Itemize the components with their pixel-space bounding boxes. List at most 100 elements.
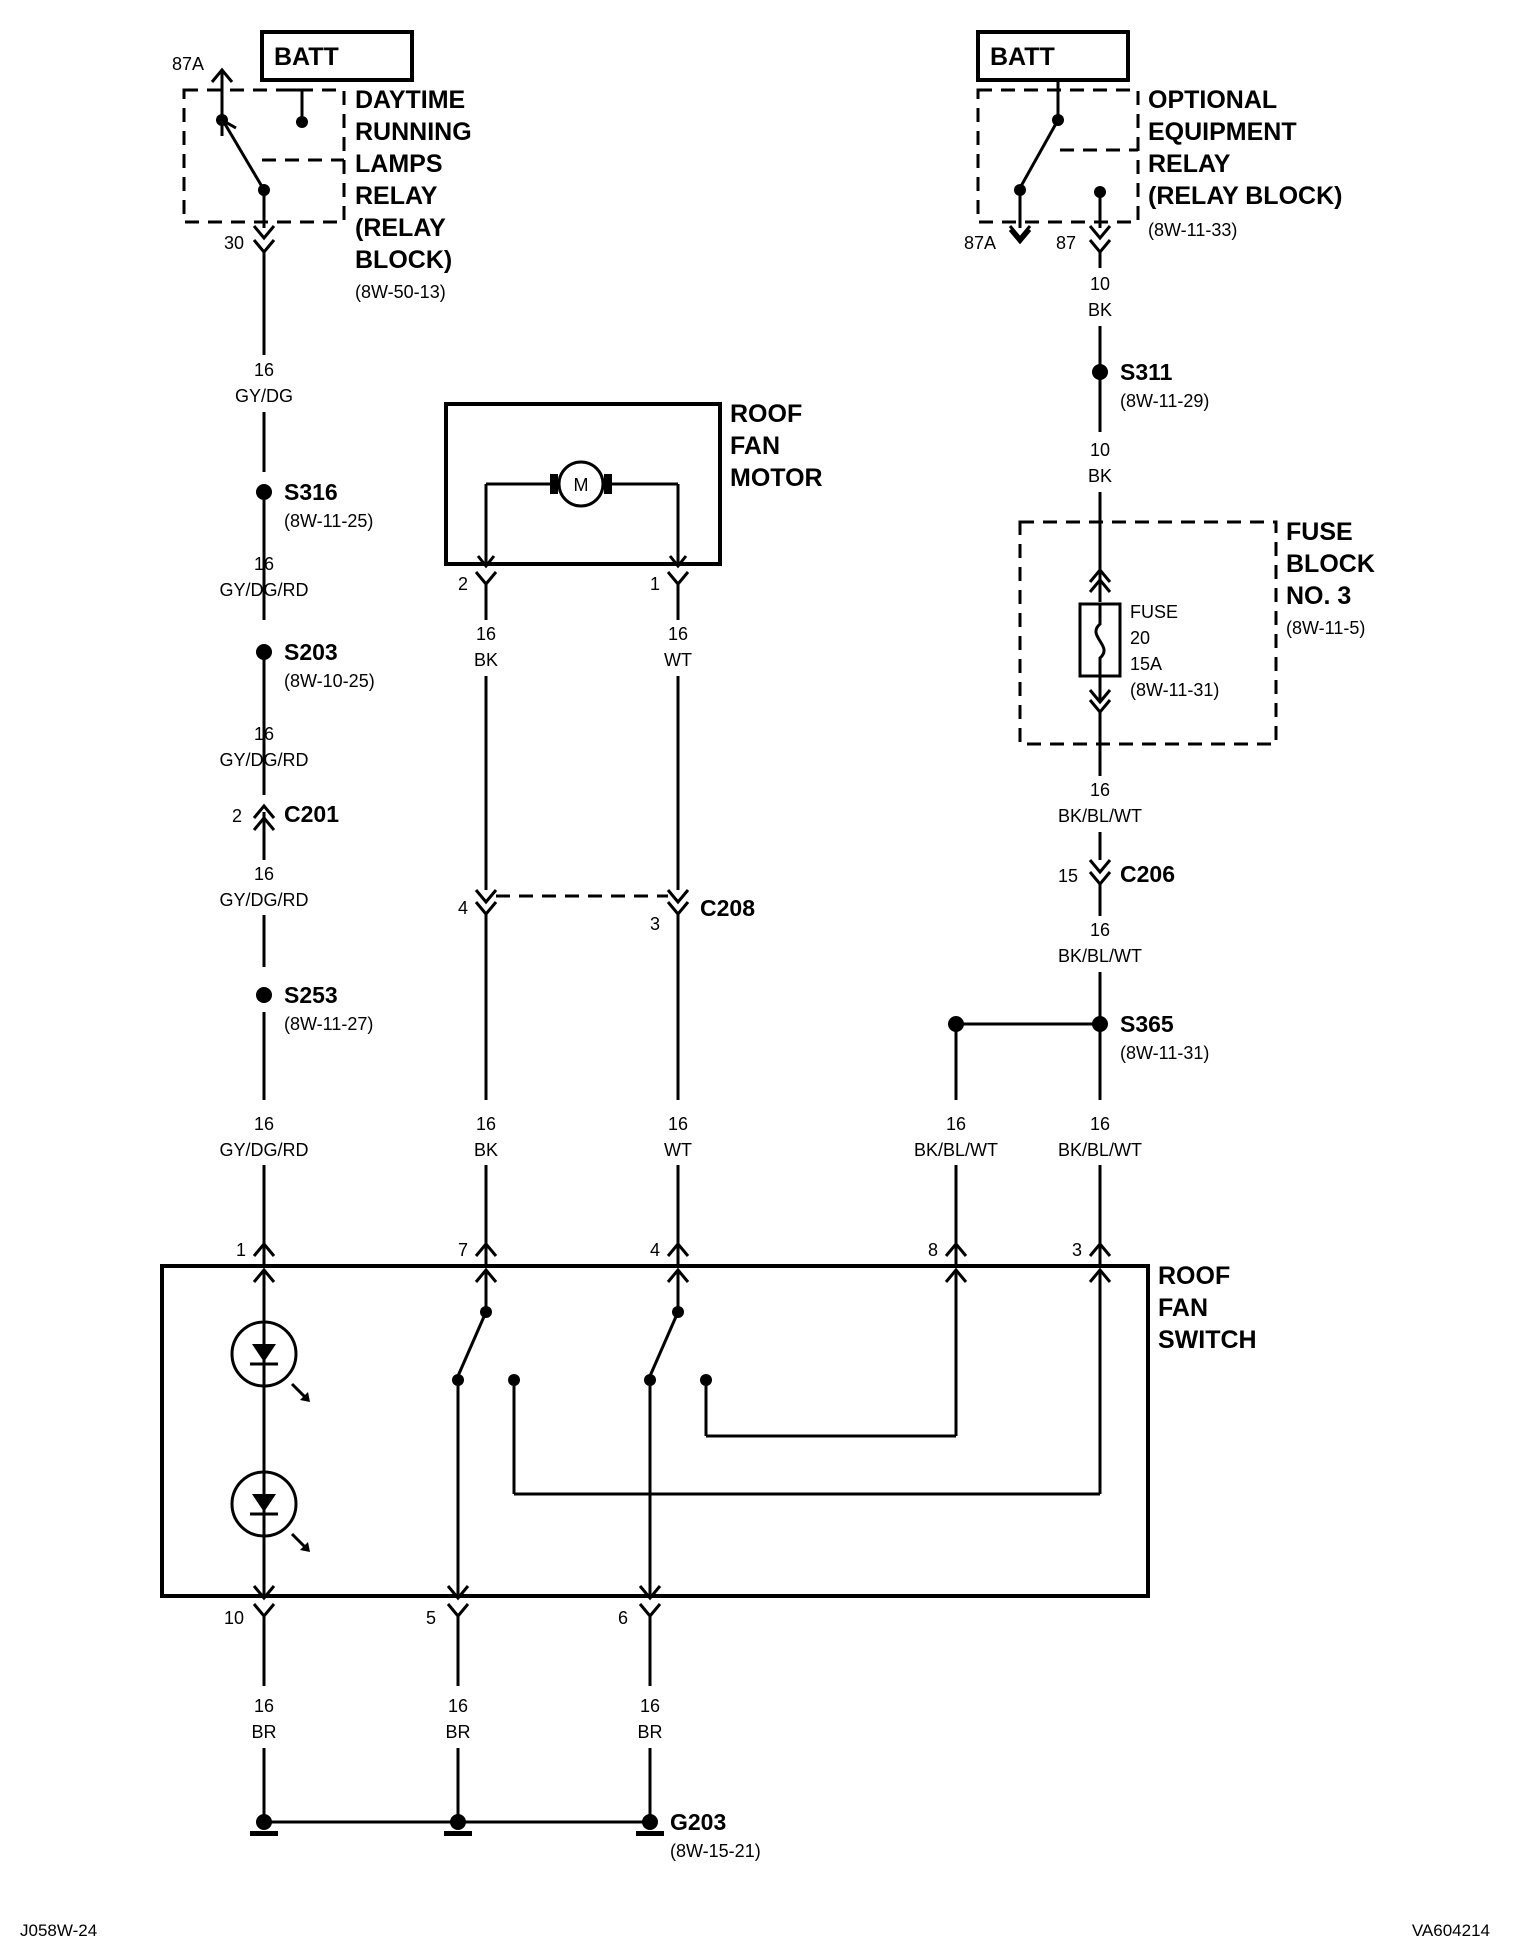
switch-pin-1: 1 [236, 1240, 246, 1260]
roof-fan-motor: M 2 1 ROOF FAN MOTOR [444, 400, 823, 594]
daytime-running-lamps-relay: 87A 30 DAYTIME RUNNING LAMPS RELAY (RELA… [172, 54, 479, 302]
right-circuit-lower: 16 BK/BL/WT 15 C206 16 BK/BL/WT S365 (8W… [914, 712, 1209, 1250]
splice-s316: S316 [284, 479, 338, 505]
wire-color: BR [445, 1722, 470, 1742]
splice-s203: S203 [284, 639, 338, 665]
roof-fan-switch-name: ROOF FAN SWITCH [1158, 1262, 1257, 1354]
wire-gauge: 16 [1090, 780, 1110, 800]
wire-gauge: 16 [668, 1114, 688, 1134]
wire-gauge: 16 [254, 554, 274, 574]
wire-gauge: 10 [1090, 274, 1110, 294]
switch-pin-3: 3 [1072, 1240, 1082, 1260]
wire-gauge: 16 [1090, 920, 1110, 940]
connector-c208: C208 [700, 895, 755, 921]
wire-gauge: 16 [1090, 1114, 1110, 1134]
fan-motor-name: ROOF FAN MOTOR [730, 400, 823, 492]
wire-color: WT [664, 650, 692, 670]
oe-relay-name: OPTIONAL EQUIPMENT RELAY (RELAY BLOCK) [1148, 86, 1342, 210]
wire-color: BR [637, 1722, 662, 1742]
splice-s365: S365 [1120, 1011, 1174, 1037]
footer-left-code: J058W-24 [20, 1921, 97, 1940]
fuse-20: FUSE 20 15A (8W-11-31) [1130, 602, 1219, 700]
wire-color: BK [1088, 466, 1112, 486]
splice-s316-dot [256, 484, 272, 500]
batt-left-label: BATT [274, 43, 339, 71]
oe-relay-ref: (8W-11-33) [1148, 220, 1237, 240]
wire-color: GY/DG/RD [219, 580, 308, 600]
motor-pin-2: 2 [458, 574, 468, 594]
wire-color: BR [251, 1722, 276, 1742]
splice-s365-ref: (8W-11-31) [1120, 1043, 1209, 1063]
switch-pin-10: 10 [224, 1608, 244, 1628]
ground-symbol [636, 1831, 664, 1836]
wire-color: WT [664, 1140, 692, 1160]
wire-color: BK [474, 1140, 498, 1160]
wire-gauge: 16 [640, 1696, 660, 1716]
motor-wires: 16 BK 16 WT 4 3 C208 16 BK 16 WT [458, 584, 755, 1250]
wire-color: BK/BL/WT [1058, 1140, 1142, 1160]
fuse-block-name: FUSE BLOCK NO. 3 [1286, 518, 1382, 610]
wire-color: BK/BL/WT [914, 1140, 998, 1160]
c201-pin: 2 [232, 806, 242, 826]
wire-gauge: 16 [476, 624, 496, 644]
ground-g203: G203 [670, 1809, 726, 1835]
ground-g203-ref: (8W-15-21) [670, 1841, 761, 1861]
motor-symbol: M [574, 475, 589, 495]
c208-pin-left: 4 [458, 898, 468, 918]
connector-c206: C206 [1120, 861, 1175, 887]
left-circuit-wire: 16 GY/DG S316 (8W-11-25) 16 GY/DG/RD S20… [219, 252, 375, 1250]
motor-pin-1: 1 [650, 574, 660, 594]
right-circuit-wire: 10 BK S311 (8W-11-29) 10 BK [1088, 252, 1209, 602]
wire-gauge: 16 [254, 1114, 274, 1134]
wire-gauge: 16 [254, 360, 274, 380]
switch-pin-6: 6 [618, 1608, 628, 1628]
ground-symbol [250, 1831, 278, 1836]
splice-s203-dot [256, 644, 272, 660]
splice-s311-ref: (8W-11-29) [1120, 391, 1209, 411]
connector-c201: C201 [284, 801, 339, 827]
wire-gauge: 10 [1090, 440, 1110, 460]
wire-gauge: 16 [254, 1696, 274, 1716]
batt-left-box: BATT [260, 30, 414, 82]
illumination-led-1 [230, 1320, 310, 1402]
wire-color: BK [474, 650, 498, 670]
wire-color: GY/DG/RD [219, 890, 308, 910]
drl-relay-name: DAYTIME RUNNING LAMPS RELAY (RELAY BLOCK… [355, 86, 479, 274]
switch-pin-7: 7 [458, 1240, 468, 1260]
splice-s253-ref: (8W-11-27) [284, 1014, 373, 1034]
wire-gauge: 16 [668, 624, 688, 644]
wire-color: GY/DG/RD [219, 750, 308, 770]
optional-equipment-relay: 87A 87 OPTIONAL EQUIPMENT RELAY (RELAY B… [964, 80, 1342, 255]
batt-right-label: BATT [990, 43, 1055, 71]
switch-pin-4: 4 [650, 1240, 660, 1260]
illumination-led-2 [230, 1470, 310, 1552]
c208-pin-right: 3 [650, 914, 660, 934]
footer-right-code: VA604214 [1412, 1921, 1490, 1940]
fuse-block-ref: (8W-11-5) [1286, 618, 1365, 638]
splice-s311-dot [1092, 364, 1108, 380]
batt-right-box: BATT [976, 30, 1130, 82]
splice-s316-ref: (8W-11-25) [284, 511, 373, 531]
switch-pin-8: 8 [928, 1240, 938, 1260]
oe-pin-87a: 87A [964, 233, 996, 253]
wire-color: BK/BL/WT [1058, 806, 1142, 826]
wire-gauge: 16 [448, 1696, 468, 1716]
wire-color: GY/DG [235, 386, 293, 406]
wire-color: BK/BL/WT [1058, 946, 1142, 966]
splice-s203-ref: (8W-10-25) [284, 671, 375, 691]
drl-relay-ref: (8W-50-13) [355, 282, 446, 302]
splice-s253-dot [256, 987, 272, 1003]
switch-pin-5: 5 [426, 1608, 436, 1628]
roof-fan-switch: 1 7 4 8 3 [160, 1240, 1257, 1628]
drl-pin-87a: 87A [172, 54, 204, 74]
wire-color: BK [1088, 300, 1112, 320]
switch-top-connectors [252, 1241, 1112, 1266]
oe-pin-87: 87 [1056, 233, 1076, 253]
wire-gauge: 16 [946, 1114, 966, 1134]
wire-gauge: 16 [254, 724, 274, 744]
wire-gauge: 16 [254, 864, 274, 884]
ground-symbol [444, 1831, 472, 1836]
c206-pin: 15 [1058, 866, 1078, 886]
splice-s253: S253 [284, 982, 338, 1008]
